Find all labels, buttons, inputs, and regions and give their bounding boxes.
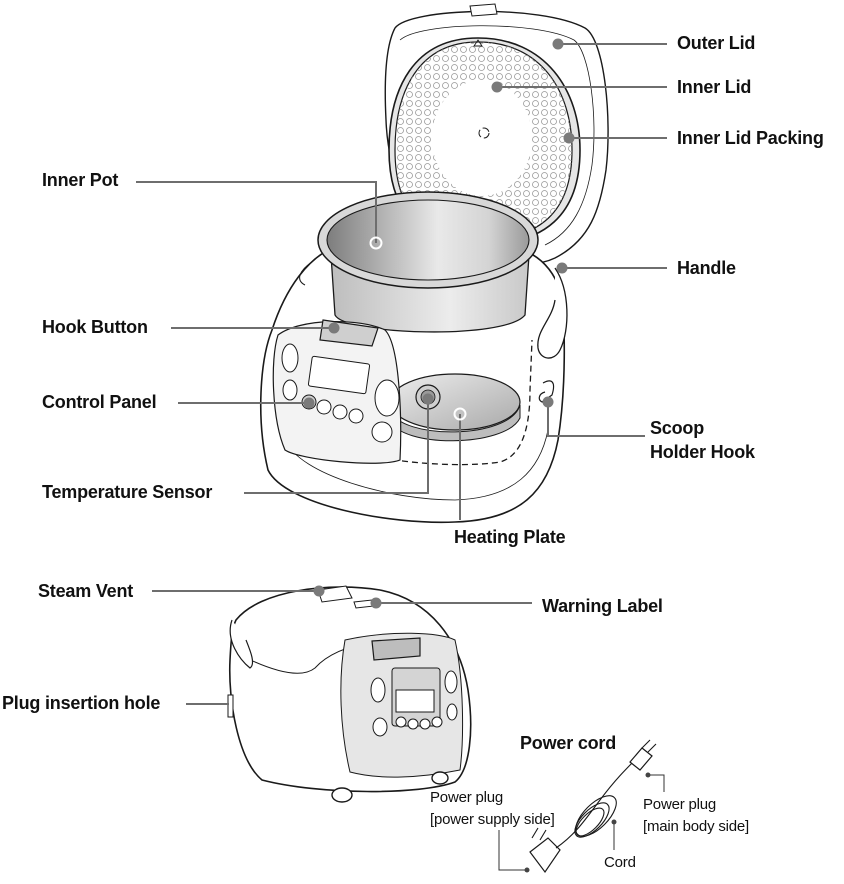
label-power-plug-supply-side: Power plug [power supply side] (430, 787, 555, 831)
label-steam-vent: Steam Vent (38, 581, 134, 601)
label-temperature-sensor: Temperature Sensor (42, 482, 213, 502)
label-plug-insertion-hole: Plug insertion hole (2, 693, 161, 713)
label-cord: Cord (604, 854, 636, 871)
marker-dot-outer-lid (552, 38, 564, 50)
label-power-plug-body-side-line2: [main body side] (643, 818, 750, 835)
label-power-plug-supply-side-line1: Power plug (430, 789, 504, 806)
marker-dot-warning-label (370, 597, 382, 609)
label-power-plug-supply-side-line2: [power supply side] (430, 811, 555, 828)
label-power-plug-body-side-line1: Power plug (643, 796, 717, 813)
marker-dot-inner-pot (369, 236, 383, 250)
power-cord-title: Power cord (520, 733, 617, 753)
marker-dot-control-panel (303, 397, 315, 409)
marker-dot-temperature-sensor (422, 393, 434, 405)
marker-dot-handle (556, 262, 568, 274)
label-control-panel: Control Panel (42, 392, 157, 412)
label-inner-pot: Inner Pot (42, 170, 119, 190)
control-panel-housing (272, 320, 402, 464)
handle-shape (537, 267, 568, 359)
closed-cooker-drawing (227, 585, 472, 803)
label-scoop-holder-hook-line1: Scoop (650, 418, 705, 438)
leader-line-inner-pot (136, 181, 377, 243)
power-cord-drawing (529, 739, 657, 874)
marker-dot-cord (611, 819, 617, 825)
label-scoop-holder-hook: Scoop Holder Hook (650, 416, 755, 464)
leader-line-power-plug-supply-side (498, 830, 527, 871)
heating-plate-shape (389, 373, 521, 431)
label-warning-label: Warning Label (542, 596, 663, 616)
marker-dot-power-plug-supply-side (524, 867, 530, 873)
marker-dot-inner-lid (491, 81, 503, 93)
marker-dot-power-plug-body-side (645, 772, 651, 778)
label-hook-button: Hook Button (42, 317, 148, 337)
label-inner-lid: Inner Lid (677, 77, 752, 97)
leader-line-temperature-sensor (244, 399, 429, 494)
label-outer-lid: Outer Lid (677, 33, 756, 53)
inner-lid-hole-pattern (395, 42, 572, 240)
label-heating-plate: Heating Plate (454, 527, 566, 547)
label-power-plug-body-side: Power plug [main body side] (643, 794, 749, 838)
label-scoop-holder-hook-line2: Holder Hook (650, 442, 755, 462)
leader-line-scoop-holder-hook (547, 402, 645, 437)
marker-dot-hook-button (328, 322, 340, 334)
label-handle: Handle (677, 258, 736, 278)
marker-dot-steam-vent (313, 585, 325, 597)
leader-line-power-plug-body-side (648, 774, 665, 792)
marker-dot-inner-lid-packing (563, 132, 575, 144)
leader-lines (136, 38, 667, 873)
label-inner-lid-packing: Inner Lid Packing (677, 128, 824, 148)
marker-dot-scoop-holder-hook (542, 396, 554, 408)
marker-dot-heating-plate (453, 407, 467, 421)
open-cooker-drawing (259, 3, 609, 524)
